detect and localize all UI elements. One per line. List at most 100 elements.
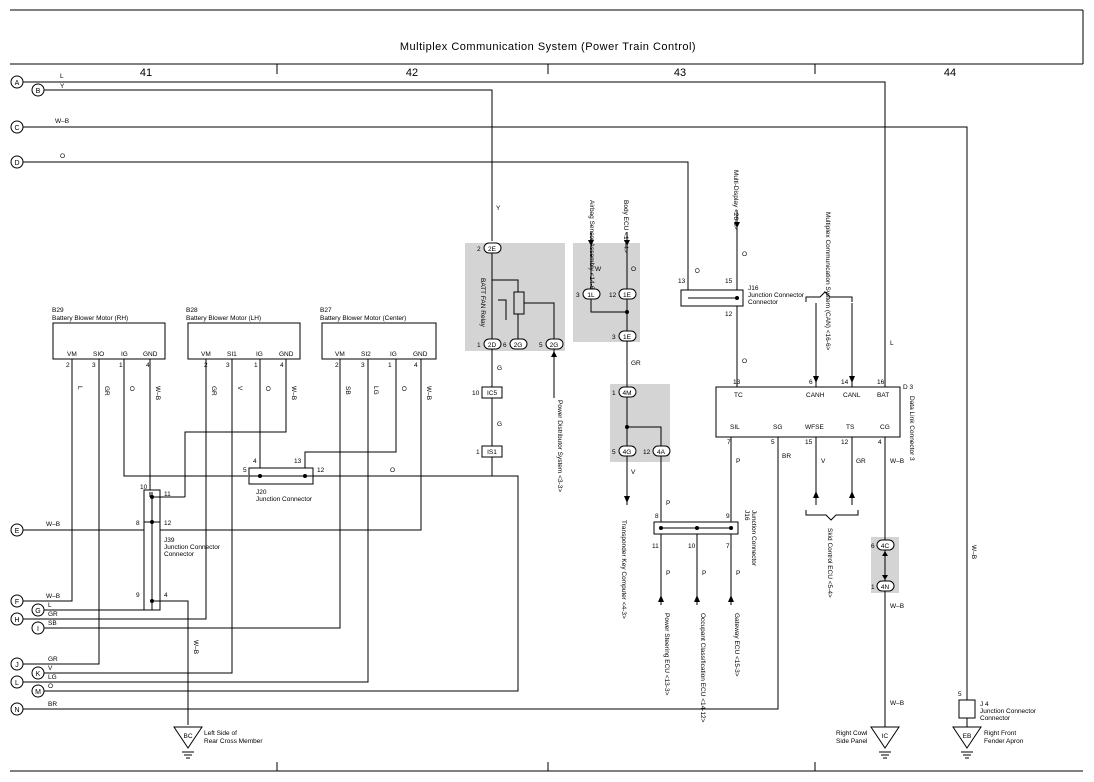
svg-text:P: P — [736, 458, 740, 465]
svg-text:1E: 1E — [623, 334, 632, 341]
svg-text:GR: GR — [856, 458, 866, 465]
svg-text:W–B: W–B — [890, 700, 904, 707]
svg-text:4: 4 — [414, 362, 418, 369]
svg-text:BATT FAN Relay: BATT FAN Relay — [479, 278, 486, 328]
svg-text:G: G — [35, 608, 40, 615]
svg-text:1: 1 — [612, 390, 616, 397]
svg-text:P: P — [702, 570, 706, 577]
svg-text:4: 4 — [253, 458, 257, 465]
svg-text:9: 9 — [136, 592, 140, 599]
svg-text:Battery Blower Motor (LH): Battery Blower Motor (LH) — [186, 315, 261, 322]
svg-text:12: 12 — [841, 439, 849, 446]
svg-text:Junction Connector: Junction Connector — [980, 708, 1037, 715]
svg-text:Right Cowl: Right Cowl — [836, 730, 868, 737]
svg-text:15: 15 — [725, 278, 733, 285]
svg-text:2G: 2G — [550, 342, 559, 349]
airbag-body-ecu-refs: Airbag Sensor Assembly <14-6> Body ECU <… — [576, 200, 641, 387]
svg-text:Junction Connector: Junction Connector — [748, 292, 805, 299]
svg-text:4C: 4C — [881, 543, 890, 550]
svg-text:V: V — [236, 386, 243, 391]
svg-text:Junction Connector: Junction Connector — [750, 510, 757, 567]
top-wires: L Y Y W–B O O — [23, 73, 968, 700]
svg-text:2G: 2G — [514, 342, 523, 349]
svg-text:GR: GR — [48, 611, 58, 618]
svg-text:O: O — [128, 386, 135, 391]
svg-text:Rear Cross Member: Rear Cross Member — [204, 738, 263, 745]
svg-text:1: 1 — [476, 449, 480, 456]
svg-text:GR: GR — [48, 656, 58, 663]
svg-text:10: 10 — [140, 484, 148, 491]
svg-text:IS1: IS1 — [487, 449, 497, 456]
j39-junction-connector: 10 11 8 12 9 4 J39 Junction Connector Co… — [23, 484, 221, 725]
svg-text:L: L — [48, 602, 52, 609]
svg-text:GND: GND — [413, 351, 428, 358]
svg-text:D 3: D 3 — [903, 384, 914, 391]
svg-text:Connector: Connector — [748, 299, 779, 306]
svg-text:4: 4 — [146, 362, 150, 369]
svg-text:C: C — [14, 125, 19, 132]
svg-text:11: 11 — [652, 543, 659, 550]
svg-text:P: P — [736, 570, 740, 577]
battery-blower-motor-center: B27 Battery Blower Motor (Center) VM SI2… — [320, 307, 437, 369]
svg-text:L: L — [60, 73, 64, 80]
svg-text:12: 12 — [317, 467, 325, 474]
svg-text:Transponder Key Computer <4-3>: Transponder Key Computer <4-3> — [620, 520, 627, 619]
j4-junction-connector: W–B 5 J 4 Junction Connector Connector — [958, 545, 1037, 727]
svg-text:5: 5 — [771, 439, 775, 446]
svg-text:2: 2 — [66, 362, 70, 369]
svg-text:Multiplex Communication System: Multiplex Communication System (CAN) <16… — [824, 212, 831, 351]
svg-text:2: 2 — [335, 362, 339, 369]
svg-text:5: 5 — [243, 467, 247, 474]
svg-text:1L: 1L — [587, 292, 595, 299]
svg-text:O: O — [400, 386, 407, 391]
svg-text:Junction Connector: Junction Connector — [256, 496, 313, 503]
svg-text:3: 3 — [226, 362, 230, 369]
svg-text:12: 12 — [609, 292, 617, 299]
svg-text:M: M — [35, 689, 41, 696]
svg-text:Skid Control ECU <5-4>: Skid Control ECU <5-4> — [826, 528, 833, 598]
svg-text:3: 3 — [576, 292, 580, 299]
svg-text:Y: Y — [60, 83, 65, 90]
svg-text:J39: J39 — [164, 537, 175, 544]
svg-text:L: L — [890, 340, 894, 347]
svg-text:L: L — [76, 386, 83, 390]
svg-text:3: 3 — [361, 362, 365, 369]
svg-text:Right Front: Right Front — [984, 730, 1016, 737]
svg-text:Power Distributor System <3-3>: Power Distributor System <3-3> — [556, 400, 563, 492]
svg-text:W–B: W–B — [46, 593, 60, 600]
svg-text:GR: GR — [210, 386, 217, 396]
svg-text:1: 1 — [871, 584, 875, 591]
svg-text:IC: IC — [882, 733, 889, 740]
svg-text:IG: IG — [121, 351, 128, 358]
svg-text:Side Panel: Side Panel — [836, 738, 868, 745]
svg-text:Fender Apron: Fender Apron — [984, 738, 1024, 745]
svg-text:J16: J16 — [748, 285, 759, 292]
svg-text:SG: SG — [773, 424, 782, 431]
svg-text:1: 1 — [388, 362, 392, 369]
svg-text:VM: VM — [335, 351, 345, 358]
svg-text:12: 12 — [164, 520, 172, 527]
svg-text:7: 7 — [726, 543, 730, 550]
svg-text:B27: B27 — [320, 307, 332, 314]
svg-text:Left Side of: Left Side of — [204, 730, 237, 737]
svg-text:B: B — [36, 88, 41, 95]
ground-eb: EB Right Front Fender Apron — [952, 726, 1024, 759]
svg-text:12: 12 — [643, 449, 651, 456]
svg-text:H: H — [14, 617, 19, 624]
svg-text:8: 8 — [655, 513, 659, 520]
diagram-title: Multiplex Communication System (Power Tr… — [400, 41, 696, 53]
svg-text:GND: GND — [143, 351, 158, 358]
svg-text:J16: J16 — [743, 510, 750, 521]
svg-text:W–B: W–B — [890, 458, 904, 465]
svg-text:6: 6 — [809, 379, 813, 386]
ic5-is1-connectors: IC5 10 G IS1 1 — [472, 386, 503, 476]
svg-text:TC: TC — [734, 392, 743, 399]
svg-text:CANL: CANL — [843, 392, 861, 399]
svg-text:10: 10 — [688, 543, 696, 550]
svg-text:Multi-Display <26-3>: Multi-Display <26-3> — [732, 170, 739, 230]
svg-text:9: 9 — [726, 513, 730, 520]
data-link-connector-3: 13 TC 6 CANH 14 CANL 16 BAT SIL 7 SG 5 W… — [715, 340, 915, 461]
svg-text:Power Steering ECU <13-3>: Power Steering ECU <13-3> — [663, 613, 670, 696]
svg-text:5: 5 — [612, 449, 616, 456]
